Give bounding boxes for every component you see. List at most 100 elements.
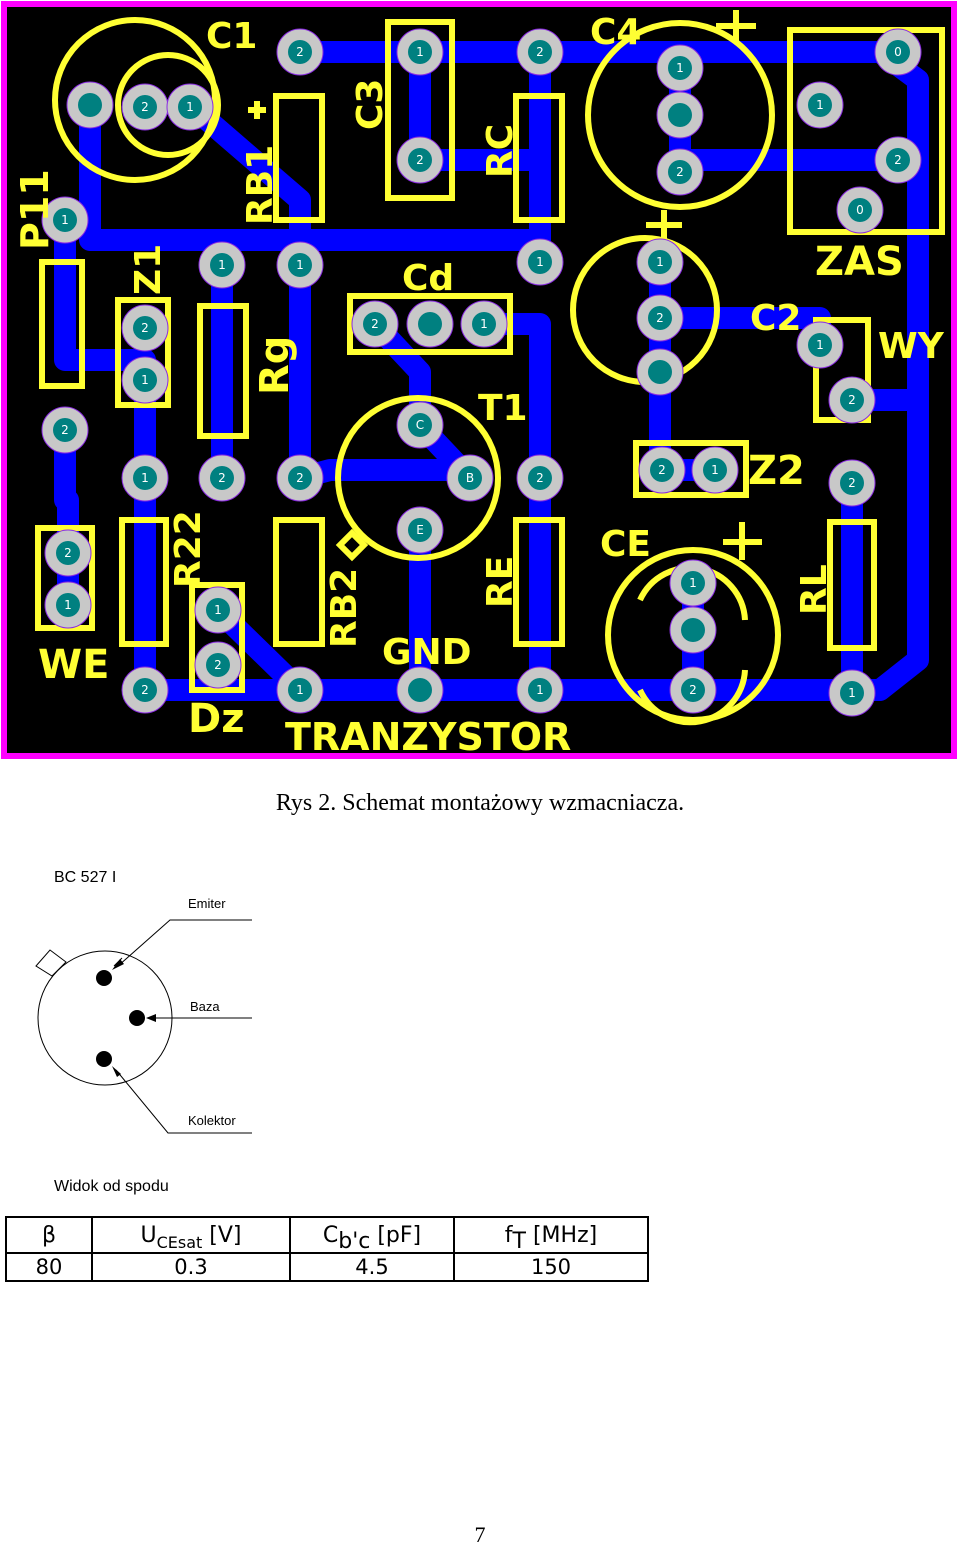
pad-hole	[133, 95, 157, 119]
pad-hole	[703, 458, 727, 482]
pad-hole	[668, 160, 692, 184]
pad-number: B	[466, 471, 474, 485]
pad-number: 2	[416, 153, 424, 167]
header-ft: fT [MHz]	[453, 1216, 649, 1254]
pad-number: E	[416, 523, 424, 537]
pad-hole	[210, 253, 234, 277]
pad-number: 2	[536, 45, 544, 59]
label-Rg: Rg	[252, 336, 298, 395]
pad-hole	[206, 598, 230, 622]
pad-number: 1	[141, 373, 149, 387]
pad-hole	[78, 93, 102, 117]
pad-hole	[886, 148, 910, 172]
label-T1: T1	[478, 388, 528, 429]
pad-number: 1	[214, 603, 222, 617]
value-beta: 80	[5, 1252, 93, 1282]
pad-hole	[56, 593, 80, 617]
collector-pin	[96, 1051, 112, 1067]
pad-number: 2	[689, 683, 697, 697]
label-RB2: RB2	[324, 568, 365, 648]
pad-hole	[210, 466, 234, 490]
figure-caption-text: Rys 2. Schemat montażowy wzmacniacza.	[275, 790, 685, 816]
pad-number: 1	[536, 255, 544, 269]
board-title: TRANZYSTOR	[285, 715, 571, 759]
label-R22: R22	[168, 510, 209, 588]
pad-hole	[418, 312, 442, 336]
pad-number: 1	[141, 471, 149, 485]
pad-hole	[408, 148, 432, 172]
header-uce-subscript: CEsat	[156, 1232, 203, 1252]
value-uce: 0.3	[91, 1252, 291, 1282]
figure-caption: Rys 2. Schemat montażowy wzmacniacza.	[0, 790, 960, 817]
label-RE: RE	[480, 556, 521, 608]
pad-hole	[648, 306, 672, 330]
pad-number: 2	[658, 463, 666, 477]
pad-number: 2	[371, 317, 379, 331]
pad-hole	[528, 466, 552, 490]
pad-hole	[458, 466, 482, 490]
pad-hole	[408, 413, 432, 437]
leader-lines	[113, 919, 252, 1134]
pad-hole	[808, 93, 832, 117]
pad-number: 2	[214, 658, 222, 672]
emitter-pin	[96, 970, 112, 986]
pad-hole	[668, 103, 692, 127]
pad-number: 2	[296, 471, 304, 485]
pad-number: 0	[894, 45, 902, 59]
pad-number: 0	[856, 203, 864, 217]
pad-hole	[408, 40, 432, 64]
pad-number: 1	[61, 213, 69, 227]
pad-number: 2	[64, 546, 72, 560]
pad-hole	[288, 678, 312, 702]
header-uce-symbol: U	[140, 1222, 157, 1248]
label-RL: RL	[794, 564, 835, 615]
pad-hole	[886, 40, 910, 64]
pad-number: 1	[656, 255, 664, 269]
transistor-model: BC 527 I	[54, 869, 116, 886]
pad-hole	[650, 458, 674, 482]
pad-hole	[528, 40, 552, 64]
label-CE: CE	[600, 524, 651, 565]
pad-hole	[206, 653, 230, 677]
pad-number: 2	[536, 471, 544, 485]
pad-hole	[528, 250, 552, 274]
pad-number: 1	[711, 463, 719, 477]
pad-hole	[133, 678, 157, 702]
pad-number: 1	[64, 598, 72, 612]
pad-number: C	[416, 418, 424, 432]
silkscreen-labels: C1 C4 C3 RC RB1 P11 Z1 Rg Cd ZAS C2 WY T…	[13, 12, 945, 759]
pad-number: 1	[186, 100, 194, 114]
pad-hole	[133, 466, 157, 490]
pad-number: 1	[480, 317, 488, 331]
pad-number: 2	[296, 45, 304, 59]
page-number: 7	[0, 1522, 960, 1548]
pad-number: 1	[816, 98, 824, 112]
label-RC: RC	[480, 124, 521, 178]
pad-hole	[840, 681, 864, 705]
table-header-row: β UCEsat [V] Cb'c [pF] fT [MHz]	[5, 1216, 649, 1254]
pad-number: 2	[656, 311, 664, 325]
header-ft-symbol: f	[504, 1222, 513, 1248]
emitter-arrowhead	[112, 959, 124, 970]
label-Dz: Dz	[188, 696, 244, 742]
collector-label: Kolektor	[188, 1113, 236, 1128]
pad-hole	[808, 333, 832, 357]
emitter-label: Emiter	[188, 896, 226, 911]
header-ft-subscript: T	[512, 1228, 526, 1254]
header-ft-unit: [MHz]	[525, 1222, 598, 1248]
pad-number: 1	[536, 683, 544, 697]
pad-hole	[472, 312, 496, 336]
pad-hole	[133, 316, 157, 340]
pad-hole	[408, 518, 432, 542]
pad-hole	[681, 618, 705, 642]
label-RB1: RB1	[240, 145, 281, 225]
page-number-text: 7	[474, 1522, 486, 1547]
label-Z2: Z2	[748, 448, 805, 494]
pad-hole	[681, 678, 705, 702]
base-arrowhead	[146, 1014, 156, 1022]
collector-arrowhead	[112, 1066, 121, 1077]
pad-hole	[53, 418, 77, 442]
header-cbc-subscript: b'c	[338, 1228, 371, 1254]
table-values-row: 80 0.3 4.5 150	[5, 1252, 649, 1282]
